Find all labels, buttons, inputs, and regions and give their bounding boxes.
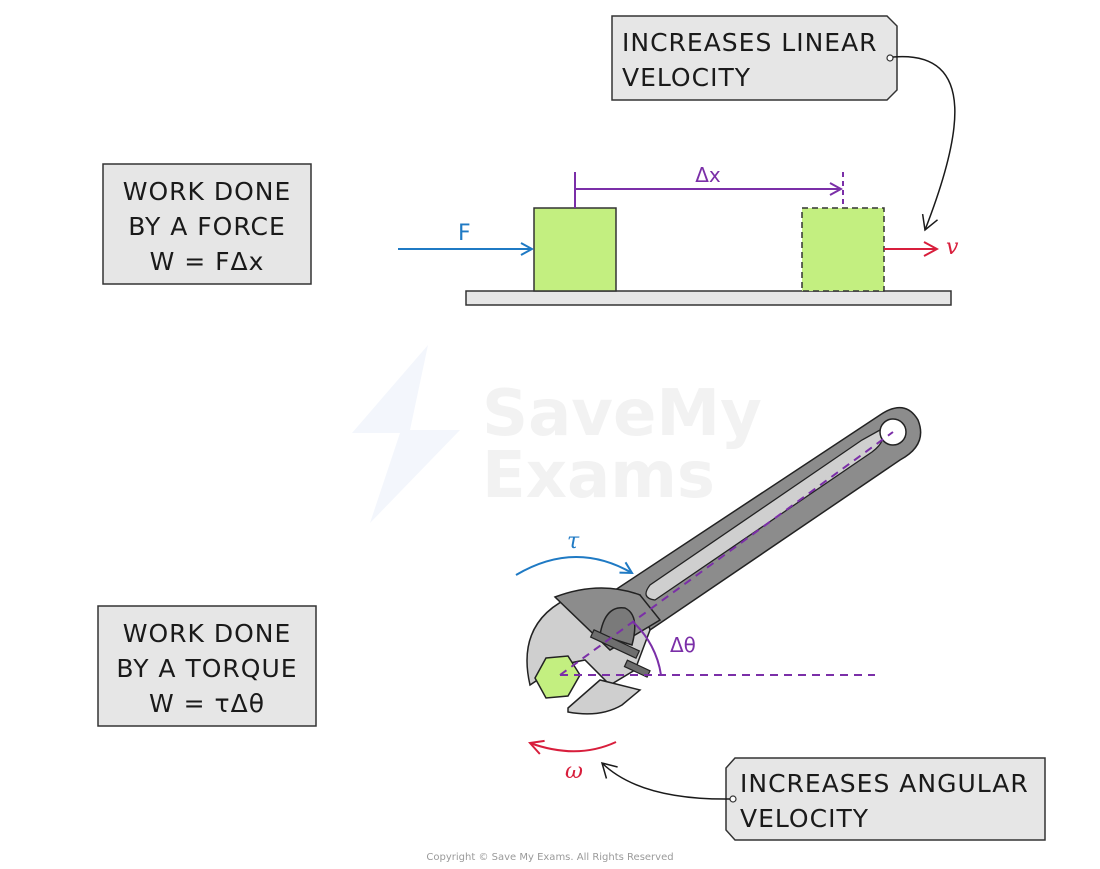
torque-box-equation: W = τΔθ (149, 689, 265, 718)
displacement-marker (574, 172, 844, 208)
hex-nut (534, 655, 581, 699)
force-symbol: F (458, 221, 471, 246)
angular-tag-line1: INCREASES ANGULAR (740, 769, 1029, 798)
linear-tag-line2: VELOCITY (622, 63, 751, 92)
copyright-notice: Copyright © Save My Exams. All Rights Re… (426, 852, 673, 863)
displacement-symbol: Δx (695, 163, 721, 187)
linear-tag-pointer-arrow (892, 56, 956, 232)
angle-arc (632, 621, 662, 676)
force-work-box: WORK DONE BY A FORCE W = FΔx (102, 163, 312, 285)
watermark-line1: SaveMy (482, 377, 762, 451)
angle-symbol: Δθ (670, 633, 696, 657)
torque-arrow (515, 556, 632, 576)
force-box-line2: BY A FORCE (128, 212, 286, 241)
torque-symbol: τ (567, 529, 580, 554)
wrench-lower-jaw (567, 679, 642, 715)
wrench-illustration (526, 406, 922, 715)
wrench-pin (623, 659, 651, 678)
angular-velocity-tag: INCREASES ANGULAR VELOCITY (725, 757, 1046, 841)
force-box-equation: W = FΔx (150, 247, 265, 276)
linear-tag-line1: INCREASES LINEAR (622, 28, 878, 57)
watermark: SaveMy Exams (352, 345, 762, 523)
force-box-line1: WORK DONE (123, 177, 292, 206)
angular-velocity-arrow (530, 742, 617, 751)
wrench-adjust-bar (589, 629, 641, 659)
block-initial (533, 207, 617, 292)
linear-velocity-tag: INCREASES LINEAR VELOCITY (611, 15, 898, 101)
wrench-handle-slot (645, 429, 884, 601)
watermark-bolt-icon (352, 345, 460, 523)
watermark-line2: Exams (482, 439, 715, 513)
angular-velocity-symbol: ω (565, 759, 583, 784)
block-final (801, 207, 885, 292)
torque-box-line1: WORK DONE (123, 619, 292, 648)
angular-tag-pointer-arrow (600, 761, 731, 800)
angular-tag-line2: VELOCITY (740, 804, 869, 833)
velocity-symbol: v (946, 235, 959, 260)
torque-box-line2: BY A TORQUE (116, 654, 297, 683)
wrench-axis-line (559, 431, 894, 676)
wrench-worm-screw (599, 607, 636, 646)
ground-surface (465, 290, 952, 306)
torque-work-box: WORK DONE BY A TORQUE W = τΔθ (97, 605, 317, 727)
